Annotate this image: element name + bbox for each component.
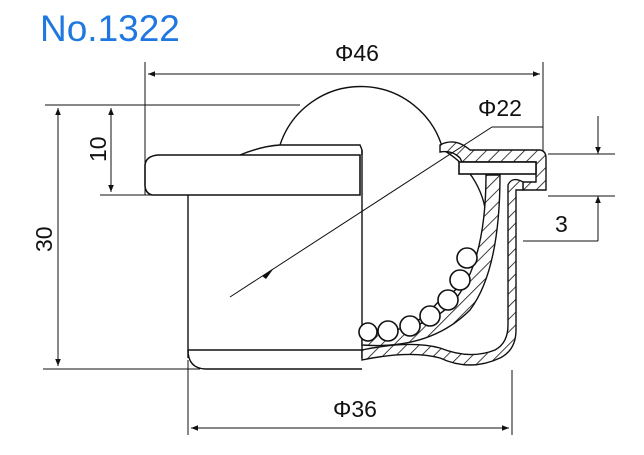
dimension-flange-diameter: Φ46 [144,40,544,195]
dim-label-total-height: 30 [31,226,57,252]
dimension-total-height: 30 [31,104,300,370]
dimension-flange-thickness: 3 [523,116,615,242]
dim-label-flange-diameter: Φ46 [335,40,379,66]
housing-exterior-view [144,85,444,370]
support-balls [358,247,478,342]
housing-section-view [361,141,547,366]
dimension-ball-diameter: Φ22 [229,95,543,298]
dim-label-ball-protrusion: 10 [85,136,111,162]
dimension-body-diameter: Φ36 [187,360,513,435]
model-number-title: No.1322 [40,8,180,49]
dim-label-body-diameter: Φ36 [333,396,377,422]
dim-label-flange-thickness: 3 [555,211,568,237]
dim-label-ball-diameter: Φ22 [478,95,522,121]
